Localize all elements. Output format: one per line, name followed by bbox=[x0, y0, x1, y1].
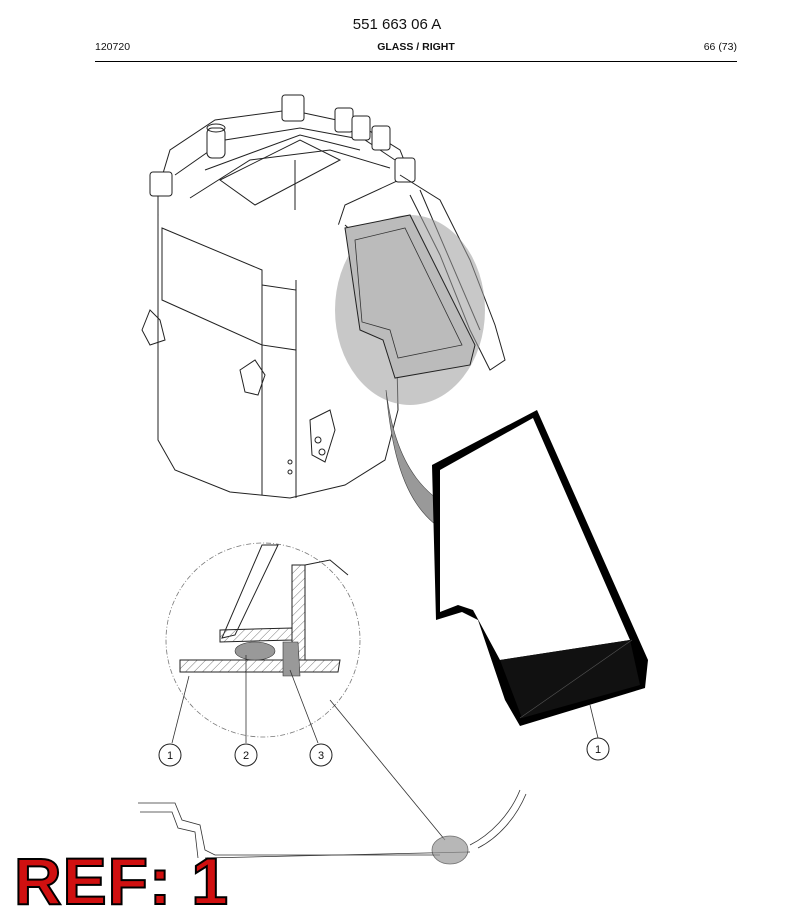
header-rule bbox=[95, 61, 737, 62]
svg-text:3: 3 bbox=[318, 750, 324, 762]
document-number: 551 663 06 A bbox=[352, 16, 442, 33]
page-title: GLASS / RIGHT bbox=[377, 41, 455, 53]
svg-text:1: 1 bbox=[167, 750, 173, 762]
header-code: 120720 bbox=[95, 41, 131, 53]
glass-panel bbox=[432, 410, 648, 726]
svg-text:1: 1 bbox=[595, 744, 601, 756]
callout-glass-1: 1 bbox=[586, 737, 610, 761]
lower-section-view bbox=[138, 699, 527, 865]
callout-detail-2: 2 bbox=[234, 743, 258, 767]
page-number: 66 (73) bbox=[703, 41, 737, 53]
window-highlight bbox=[335, 214, 485, 405]
callout-detail-3: 3 bbox=[309, 743, 333, 767]
reference-label: REF: 1 bbox=[13, 844, 230, 918]
callout-detail-1: 1 bbox=[158, 743, 182, 767]
svg-text:2: 2 bbox=[243, 750, 249, 762]
section-detail bbox=[165, 542, 361, 744]
